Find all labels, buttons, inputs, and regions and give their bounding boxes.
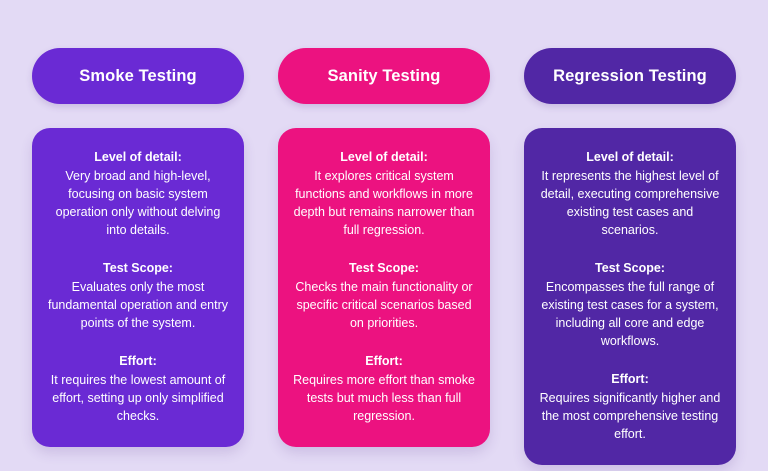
section-text: Evaluates only the most fundamental oper… [48,280,228,330]
section-title: Effort: [365,354,403,368]
section-effort: Effort: Requires more effort than smoke … [292,352,476,425]
column-body-regression-testing: Level of detail: It represents the highe… [524,128,736,465]
section-effort: Effort: It requires the lowest amount of… [46,352,230,425]
column-body-sanity-testing: Level of detail: It explores critical sy… [278,128,490,447]
section-test-scope: Test Scope: Encompasses the full range o… [538,259,722,350]
section-text: It requires the lowest amount of effort,… [50,373,226,423]
section-level-of-detail: Level of detail: It represents the highe… [538,148,722,239]
column-header-sanity-testing[interactable]: Sanity Testing [278,48,490,104]
section-text: Encompasses the full range of existing t… [541,280,719,348]
section-title: Test Scope: [595,261,665,275]
column-regression-testing: Regression Testing Level of detail: It r… [524,48,736,465]
section-title: Level of detail: [94,150,182,164]
section-title: Level of detail: [586,150,674,164]
section-text: It represents the highest level of detai… [540,169,720,237]
section-title: Test Scope: [103,261,173,275]
section-text: Checks the main functionality or specifi… [295,280,473,330]
section-title: Effort: [119,354,157,368]
column-header-smoke-testing[interactable]: Smoke Testing [32,48,244,104]
section-text: It explores critical system functions an… [293,169,475,237]
section-test-scope: Test Scope: Checks the main functionalit… [292,259,476,332]
section-effort: Effort: Requires significantly higher an… [538,370,722,443]
section-level-of-detail: Level of detail: Very broad and high-lev… [46,148,230,239]
section-test-scope: Test Scope: Evaluates only the most fund… [46,259,230,332]
column-header-regression-testing[interactable]: Regression Testing [524,48,736,104]
section-level-of-detail: Level of detail: It explores critical sy… [292,148,476,239]
column-smoke-testing: Smoke Testing Level of detail: Very broa… [32,48,244,447]
section-text: Very broad and high-level, focusing on b… [55,169,221,237]
column-sanity-testing: Sanity Testing Level of detail: It explo… [278,48,490,447]
section-text: Requires more effort than smoke tests bu… [293,373,475,423]
section-title: Level of detail: [340,150,428,164]
column-body-smoke-testing: Level of detail: Very broad and high-lev… [32,128,244,447]
section-title: Test Scope: [349,261,419,275]
section-title: Effort: [611,372,649,386]
section-text: Requires significantly higher and the mo… [539,391,721,441]
